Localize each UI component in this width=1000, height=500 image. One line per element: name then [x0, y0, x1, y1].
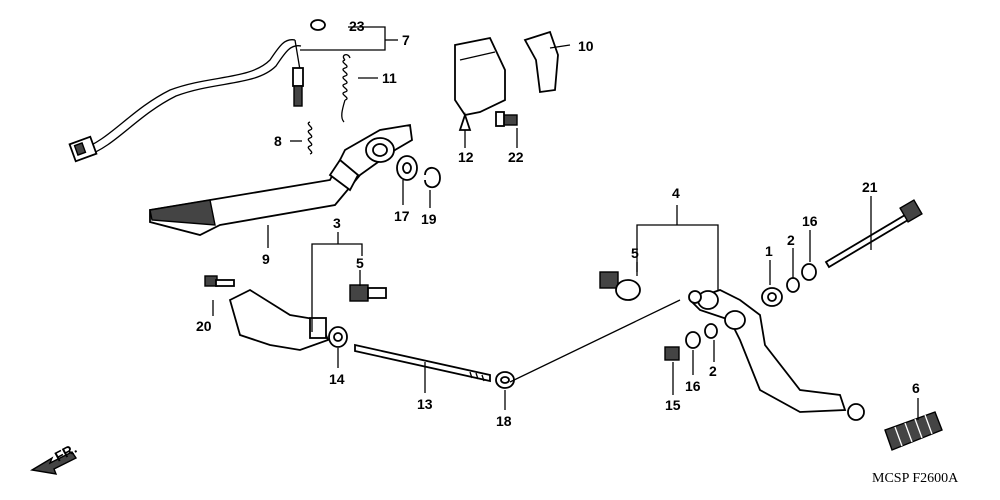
pin-5-left	[349, 284, 387, 302]
washer-2-upper	[786, 277, 800, 293]
brake-switch-assembly	[68, 19, 326, 163]
collar-1	[761, 287, 783, 307]
part-labels: 23 7 11 8 9 3 5 20 14 13 18 10 12 22 17 …	[196, 18, 920, 429]
label-19: 19	[421, 211, 437, 227]
pedal-tip	[847, 403, 865, 421]
pin-5-right	[599, 271, 641, 301]
label-15: 15	[665, 397, 681, 413]
label-1: 1	[765, 243, 773, 259]
bracket-10	[523, 30, 559, 94]
label-12: 12	[458, 149, 474, 165]
switch-spring	[307, 121, 313, 155]
label-18: 18	[496, 413, 512, 429]
brake-pedal	[149, 123, 413, 236]
label-16-upper: 16	[802, 213, 818, 229]
label-14: 14	[329, 371, 345, 387]
label-2-lower: 2	[709, 363, 717, 379]
bolt-20	[204, 275, 235, 287]
washer-17	[396, 155, 418, 181]
collar-14	[328, 326, 348, 348]
step-pedal-arm	[688, 289, 847, 413]
label-10: 10	[578, 38, 594, 54]
label-11: 11	[382, 70, 397, 86]
label-7: 7	[402, 32, 410, 48]
label-9: 9	[262, 251, 270, 267]
leader-lines	[212, 26, 919, 420]
washer-16-upper	[801, 263, 817, 281]
bolt-21	[824, 199, 923, 269]
label-23: 23	[349, 18, 365, 34]
clip-19	[424, 166, 441, 189]
master-cylinder-arm	[228, 288, 330, 351]
washer-16-lower	[685, 331, 701, 349]
label-16-lower: 16	[685, 378, 701, 394]
washer-2-lower	[704, 323, 718, 339]
label-17: 17	[394, 208, 410, 224]
label-20: 20	[196, 318, 212, 334]
brake-spring	[341, 54, 351, 123]
nut-18	[495, 371, 515, 389]
diagram-code: MCSP F2600A	[872, 471, 959, 486]
label-3: 3	[333, 215, 341, 231]
label-5-left: 5	[356, 255, 364, 271]
label-22: 22	[508, 149, 524, 165]
label-2-upper: 2	[787, 232, 795, 248]
label-4: 4	[672, 185, 680, 201]
label-6: 6	[912, 380, 920, 396]
label-13: 13	[417, 396, 433, 412]
label-21: 21	[862, 179, 878, 195]
front-arrow-icon	[30, 451, 78, 475]
label-8: 8	[274, 133, 282, 149]
bolt-22	[495, 111, 518, 127]
nut-15	[664, 346, 680, 361]
pedal-rubber-6	[884, 411, 943, 451]
rod-13	[354, 343, 491, 383]
label-5-right: 5	[631, 245, 639, 261]
